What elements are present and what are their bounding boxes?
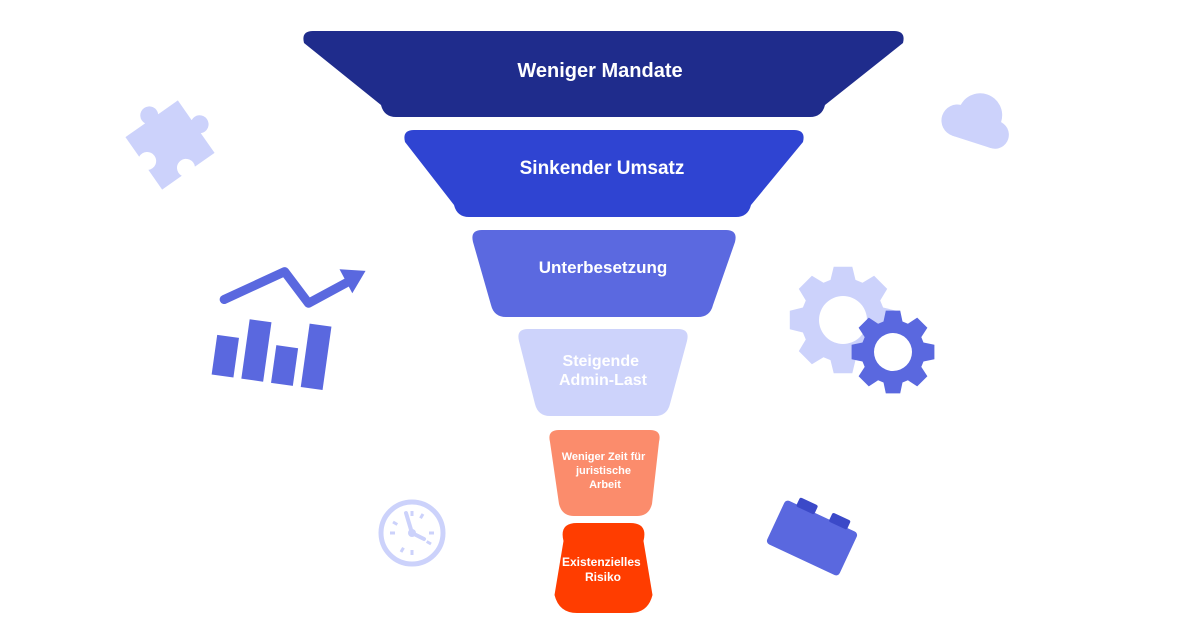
funnel-label-4: Steigende Admin-Last (559, 353, 648, 389)
chart-icon (211, 267, 366, 391)
funnel-segment-3 (472, 230, 736, 317)
funnel-level-5: Weniger Zeit für juristische Arbeit (549, 430, 660, 516)
brick-icon (766, 497, 858, 576)
clock-icon (378, 499, 446, 567)
funnel-level-1: Weniger Mandate (303, 31, 904, 117)
funnel-segment-6 (554, 523, 653, 613)
funnel-segment-1 (303, 31, 904, 117)
cloud-icon (941, 93, 1009, 149)
funnel-level-3: Unterbesetzung (472, 230, 736, 317)
funnel-level-2: Sinkender Umsatz (404, 130, 804, 217)
funnel-label-1: Weniger Mandate (517, 60, 682, 82)
funnel: Weniger Mandate Sinkender Umsatz Unterbe… (303, 31, 904, 613)
funnel-segment-2 (404, 130, 804, 217)
funnel-segment-5 (549, 430, 660, 516)
gear-icon (789, 266, 935, 394)
puzzle-icon (125, 100, 215, 190)
funnel-label-6: Existenzielles Risiko (562, 555, 644, 584)
funnel-level-6: Existenzielles Risiko (554, 523, 653, 613)
funnel-segment-4 (518, 329, 688, 416)
funnel-level-4: Steigende Admin-Last (518, 329, 688, 416)
funnel-label-5: Weniger Zeit für juristische Arbeit (562, 451, 649, 491)
funnel-label-3: Unterbesetzung (539, 258, 667, 277)
funnel-label-2: Sinkender Umsatz (520, 158, 685, 179)
